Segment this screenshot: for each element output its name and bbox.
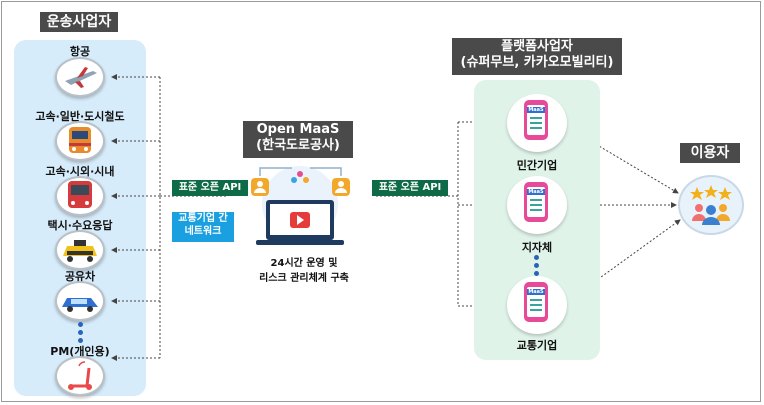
phone-app-icon: MaaS xyxy=(507,94,567,152)
open-maas-title-line1: Open MaaS xyxy=(256,122,340,137)
maas-app-label: MaaS xyxy=(527,289,545,295)
platform-title: 플랫폼사업자 (슈퍼무브, 카카오모빌리티) xyxy=(452,38,622,75)
scooter-icon xyxy=(55,356,105,396)
operation-caption-line2: 리스크 관리체계 구축 xyxy=(259,273,349,284)
category-label-carshare: 공유차 xyxy=(64,270,96,283)
category-label-taxi: 택시·수요응답 xyxy=(47,219,113,232)
phone-app-icon: MaaS xyxy=(507,276,567,334)
train-icon xyxy=(55,121,105,161)
user-title: 이용자 xyxy=(680,143,740,163)
platform-title-line1: 플랫폼사업자 xyxy=(501,39,573,54)
platform-label-transport: 교통기업 xyxy=(516,339,558,352)
platform-title-line2: (슈퍼무브, 카카오모빌리티) xyxy=(460,54,614,70)
api-badge-right: 표준 오픈 API xyxy=(372,180,448,196)
network-badge: 교통기업 간 네트워크 xyxy=(172,212,234,242)
maas-app-label: MaaS xyxy=(527,189,545,195)
platform-label-local-gov: 지자체 xyxy=(521,241,553,254)
network-badge-line1: 교통기업 간 xyxy=(178,213,228,224)
category-label-rail: 고속·일반·도시철도 xyxy=(35,110,125,123)
airplane-icon xyxy=(55,57,105,97)
category-label-air: 항공 xyxy=(69,45,91,58)
category-label-pm: PM(개인용) xyxy=(50,345,110,358)
taxi-icon xyxy=(55,230,105,270)
operators-title: 운송사업자 xyxy=(40,12,118,32)
operation-caption-line1: 24시간 운영 및 xyxy=(270,258,338,269)
api-badge-left: 표준 오픈 API xyxy=(172,180,248,196)
category-label-bus: 고속·시외·시내 xyxy=(45,165,115,178)
car-icon xyxy=(55,281,105,321)
open-maas-title-line2: (한국도로공사) xyxy=(256,137,340,153)
operation-caption: 24시간 운영 및 리스크 관리체계 구축 xyxy=(244,256,364,286)
users-rating-icon xyxy=(678,175,744,235)
open-maas-title: Open MaaS (한국도로공사) xyxy=(243,121,353,158)
platform-label-private: 민간기업 xyxy=(516,159,558,172)
maas-app-label: MaaS xyxy=(527,107,545,113)
bus-icon xyxy=(55,176,105,216)
network-badge-line2: 네트워크 xyxy=(184,226,222,237)
phone-app-icon: MaaS xyxy=(507,176,567,234)
operators-panel xyxy=(14,40,146,396)
